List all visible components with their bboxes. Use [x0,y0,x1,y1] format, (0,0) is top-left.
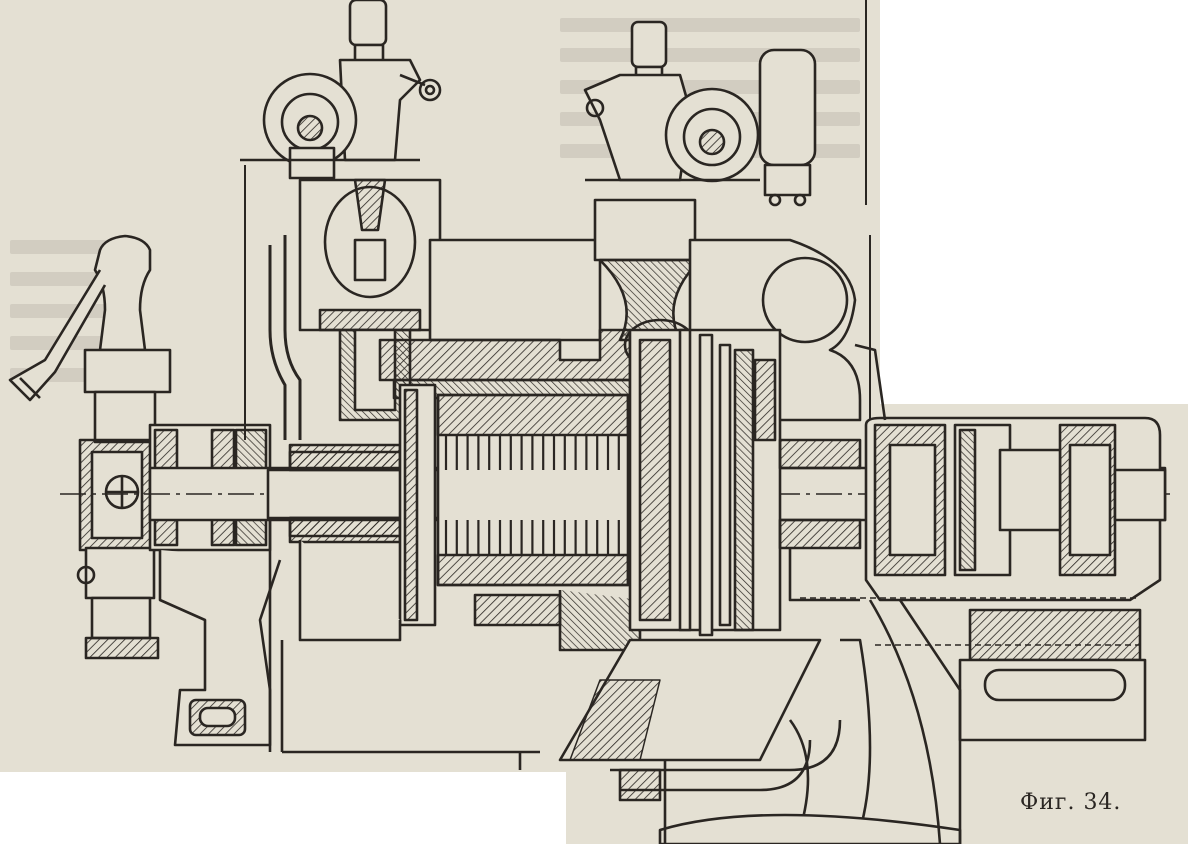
rear-bearing-housing [800,416,1167,742]
left-steam-valve [240,0,442,440]
governor-assembly [8,234,172,660]
low-pressure-wheels [558,328,822,762]
left-labyrinth-gland [288,383,437,642]
base-frame [268,520,540,770]
front-bearing-housing [148,423,282,747]
exhaust-foundation [610,235,962,844]
figure-caption: Фиг. 34. [1020,790,1122,815]
rotor-drum-blades [436,393,642,652]
right-labyrinth-gland [778,438,862,602]
